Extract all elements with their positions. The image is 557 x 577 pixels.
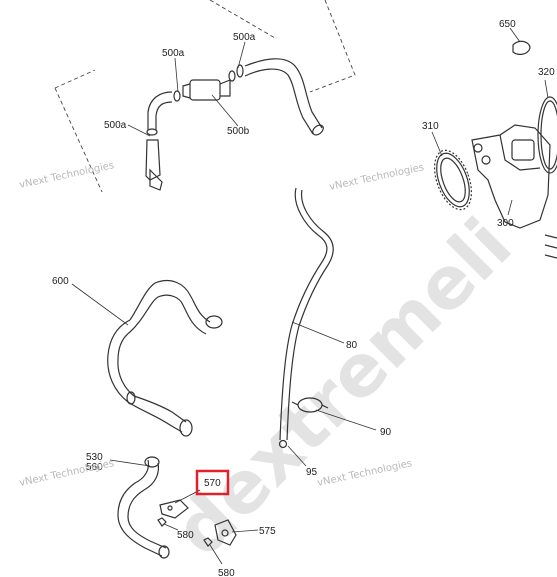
part-labels: 650 320 310 300 500a 500a 500a 500b 600 … bbox=[52, 19, 555, 577]
label-300[interactable]: 300 bbox=[497, 218, 514, 229]
highlight-box-570 bbox=[195, 469, 230, 496]
hose-530-560 bbox=[109, 456, 170, 559]
label-310[interactable]: 310 bbox=[422, 121, 439, 132]
watermark-large: dextremeli bbox=[158, 202, 528, 572]
label-560[interactable]: 560 bbox=[86, 462, 103, 473]
label-530[interactable]: 530 bbox=[86, 452, 103, 463]
clamp-90 bbox=[291, 397, 377, 431]
label-580-lower[interactable]: 580 bbox=[218, 568, 235, 577]
label-320[interactable]: 320 bbox=[538, 67, 555, 78]
label-650[interactable]: 650 bbox=[499, 19, 516, 30]
hose-80 bbox=[278, 187, 345, 467]
label-90[interactable]: 90 bbox=[380, 427, 392, 438]
label-500a-left[interactable]: 500a bbox=[104, 120, 127, 131]
label-500a-top-left[interactable]: 500a bbox=[162, 48, 185, 59]
watermark-text-2: vNext Technologies bbox=[328, 162, 425, 193]
label-575[interactable]: 575 bbox=[259, 526, 276, 537]
hose-600 bbox=[71, 279, 223, 437]
label-600[interactable]: 600 bbox=[52, 276, 69, 287]
fuel-pump-assembly bbox=[431, 27, 557, 259]
bracket-570 bbox=[157, 489, 259, 565]
label-500b[interactable]: 500b bbox=[227, 126, 250, 137]
label-500a-top-right[interactable]: 500a bbox=[233, 32, 256, 43]
group-outline bbox=[54, 0, 356, 193]
fuel-filter-assembly bbox=[127, 41, 324, 191]
watermark-text-1: vNext Technologies bbox=[18, 160, 115, 191]
label-80[interactable]: 80 bbox=[346, 340, 358, 351]
label-570[interactable]: 570 bbox=[204, 478, 221, 489]
watermark-text-4: vNext Technologies bbox=[316, 458, 413, 489]
label-580-upper[interactable]: 580 bbox=[177, 530, 194, 541]
watermark-text-3: vNext Technologies bbox=[18, 458, 115, 489]
label-95[interactable]: 95 bbox=[306, 467, 318, 478]
watermark-large-text: dextremeli bbox=[158, 202, 528, 572]
